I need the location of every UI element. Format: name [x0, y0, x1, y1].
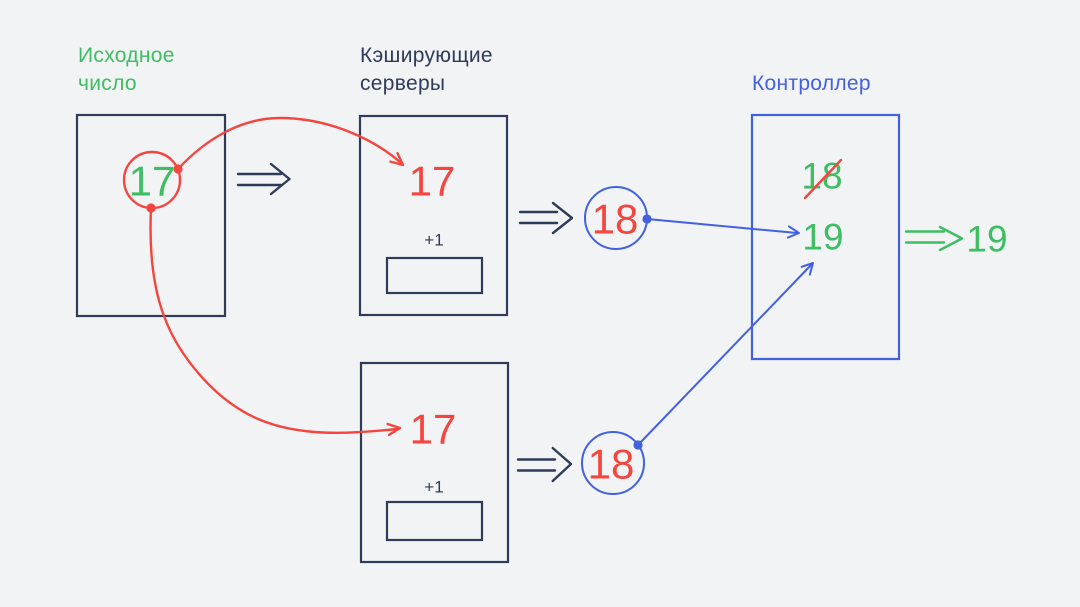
response-bottom-line — [637, 263, 813, 446]
caching-servers-label-line2: серверы — [360, 72, 445, 95]
response-bottom-circle — [581, 431, 645, 495]
request-top-curve — [176, 116, 403, 171]
response-top-value: 18 — [592, 196, 639, 243]
response-top-line — [646, 218, 798, 234]
double-arrow-source-to-cache-icon — [236, 162, 291, 196]
response-bottom-connector-dot — [633, 440, 643, 450]
cache-server-bottom-box — [359, 361, 510, 564]
double-arrow-cache-top-icon — [518, 201, 574, 235]
controller-rejected-value: 18 — [801, 156, 842, 197]
response-top-arrowhead-icon — [786, 225, 800, 239]
source-connector-dot-bottom — [146, 203, 156, 213]
controller-accepted-value: 19 — [802, 217, 843, 258]
cache-bottom-value: 17 — [410, 406, 457, 453]
response-top-connector-dot — [642, 214, 652, 224]
source-connector-dot-top — [173, 164, 183, 174]
request-top-arrowhead-icon — [389, 152, 405, 167]
output-value: 19 — [966, 219, 1007, 260]
controller-label: Контроллер — [752, 72, 871, 95]
double-arrow-cache-bottom-icon — [516, 446, 573, 483]
source-number-label-line1: Исходное — [78, 44, 175, 67]
double-arrow-output-icon — [904, 225, 964, 252]
cache-top-increment-slot — [385, 256, 484, 295]
source-number-label-line2: число — [78, 72, 137, 95]
request-bottom-curve — [149, 206, 399, 435]
response-bottom-arrowhead-icon — [800, 262, 814, 276]
cache-server-top-box — [358, 114, 509, 317]
cache-bottom-increment-label: +1 — [424, 478, 443, 497]
cache-top-increment-label: +1 — [424, 231, 443, 250]
caching-servers-label-line1: Кэширующие — [360, 44, 493, 67]
source-number-box — [75, 113, 227, 318]
strikethrough-icon — [803, 158, 843, 200]
controller-box — [750, 113, 901, 361]
cache-bottom-increment-slot — [385, 500, 484, 542]
source-number-value: 17 — [129, 158, 176, 205]
response-bottom-value: 18 — [588, 441, 635, 488]
cache-top-value: 17 — [409, 158, 456, 205]
request-bottom-arrowhead-icon — [386, 422, 402, 437]
